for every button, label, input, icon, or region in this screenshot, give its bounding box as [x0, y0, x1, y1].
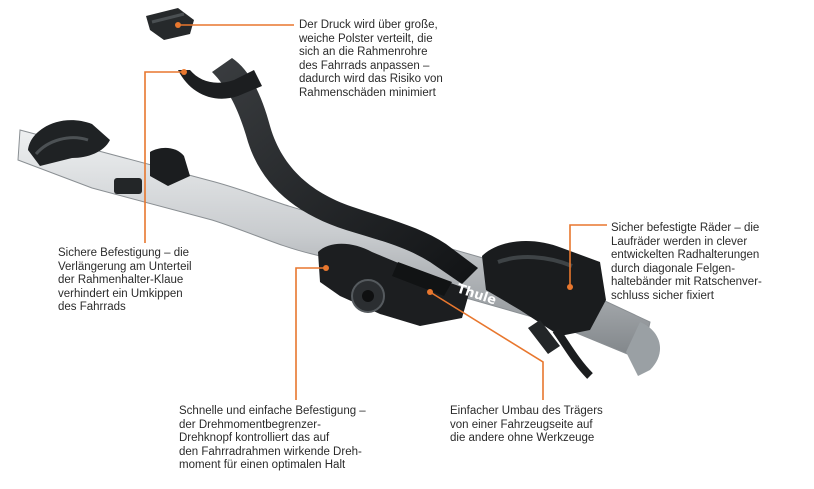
leader-dot-torque-knob: [323, 265, 329, 271]
frame-holder-arm: [146, 8, 478, 284]
callout-line: Verlängerung am Unterteil: [58, 260, 192, 273]
callout-line: der Drehmomentbegrenzer-: [179, 418, 321, 431]
callout-line: entwickelten Radhalterungen: [611, 249, 760, 262]
callout-line: Sicher befestigte Räder – die: [611, 222, 760, 234]
callout-side-switch: Einfacher Umbau des Trägers von einer Fa…: [450, 405, 603, 446]
frame-clamp-base: [318, 243, 470, 326]
callout-line: Schnelle und einfache Befestigung –: [179, 405, 366, 417]
callout-line: Drehknopf kontrolliert das auf: [179, 432, 330, 445]
callout-line: der Rahmenhalter-Klaue: [58, 274, 184, 287]
callout-line: Sichere Befestigung – die: [58, 247, 190, 259]
callout-line: die andere ohne Werkzeuge: [450, 432, 595, 445]
callout-line: des Fahrrads anpassen –: [299, 59, 430, 72]
callout-frame-pads: Der Druck wird über große, weiche Polste…: [299, 19, 443, 101]
front-wheel-holder: [482, 241, 606, 379]
callout-wheel-straps: Sicher befestigte Räder – die Laufräder …: [611, 222, 762, 304]
leader-dot-frame-pads: [175, 22, 181, 28]
callout-line: Einfacher Umbau des Trägers: [450, 405, 603, 417]
callout-line: von einer Fahrzeugseite auf: [450, 418, 593, 431]
callout-line: schluss sicher fixiert: [611, 289, 714, 302]
leader-dot-side-switch: [427, 289, 433, 295]
callout-line: dadurch wird das Risiko von: [299, 73, 443, 86]
callout-line: Rahmenschäden minimiert: [299, 86, 436, 99]
callout-line: Laufräder werden in clever: [611, 235, 748, 248]
leader-torque-knob: [295, 267, 326, 400]
callout-torque-knob: Schnelle und einfache Befestigung – der …: [179, 405, 366, 473]
callout-secure-attachment: Sichere Befestigung – die Verlängerung a…: [58, 247, 192, 315]
callout-line: weiche Polster verteilt, die: [299, 32, 433, 45]
leader-dot-wheel-straps: [567, 284, 573, 290]
callout-line: haltebänder mit Ratschenver-: [611, 276, 762, 289]
callout-line: sich an die Rahmenrohre: [299, 46, 428, 59]
callout-line: moment für einen optimalen Halt: [179, 459, 346, 472]
leader-dot-secure-attachment: [181, 69, 187, 75]
callout-line: des Fahrrads: [58, 301, 126, 314]
leader-side-switch: [429, 291, 544, 400]
leader-wheel-straps: [569, 224, 607, 287]
callout-line: durch diagonale Felgen-: [611, 262, 736, 275]
leader-secure-attachment: [144, 71, 184, 243]
callout-line: Der Druck wird über große,: [299, 19, 438, 31]
callout-leaders: [144, 22, 607, 400]
callout-line: verhindert ein Umkippen: [58, 287, 183, 300]
rear-wheel-holder: [28, 120, 190, 194]
callout-line: den Fahrradrahmen wirkende Dreh-: [179, 445, 362, 458]
